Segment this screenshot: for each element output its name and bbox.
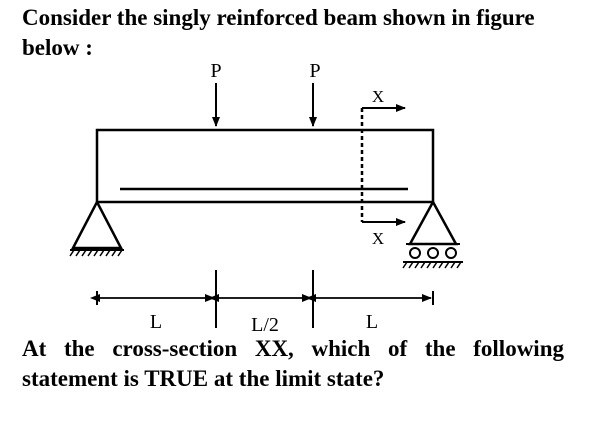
question-intro: Consider the singly reinforced beam show… xyxy=(22,5,535,60)
beam-body xyxy=(95,128,435,204)
span-label-right: L xyxy=(366,311,378,333)
load-label-right: P xyxy=(309,60,320,82)
span-label-middle: L/2 xyxy=(251,314,279,336)
dimension-line xyxy=(90,270,434,328)
load-label-left: P xyxy=(210,60,221,82)
section-label-top: X xyxy=(372,87,384,106)
roller-support-icon xyxy=(402,199,463,269)
span-label-left: L xyxy=(150,311,162,333)
section-line xyxy=(360,104,406,226)
section-label-bottom: X xyxy=(372,229,384,248)
question-prompt: At the cross-section XX, which of the fo… xyxy=(22,336,564,391)
pin-support-icon xyxy=(69,199,124,257)
